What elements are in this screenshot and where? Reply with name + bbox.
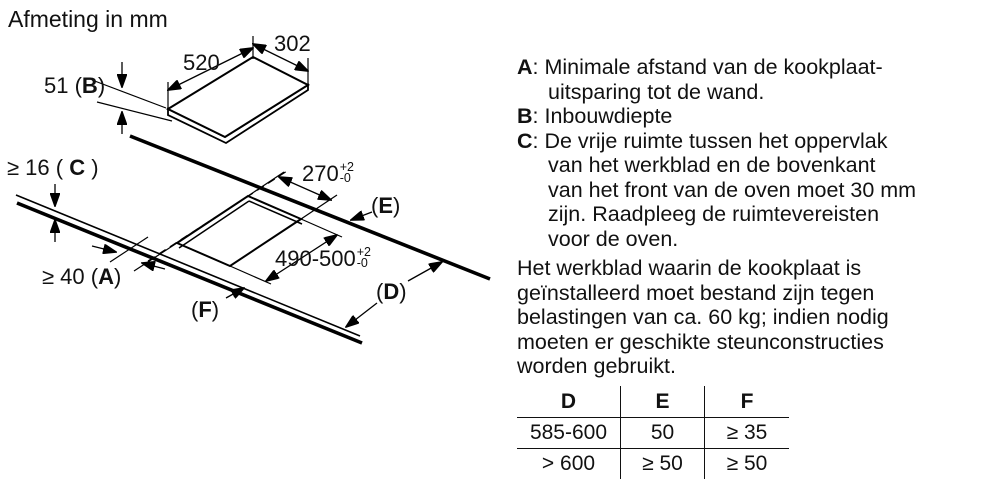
label-e-leader (351, 212, 373, 220)
technical-drawing (15, 36, 491, 345)
dim-490-500-label: 490-500+2-0 (275, 244, 372, 271)
worktop-dimension-arrows (55, 177, 442, 327)
table-header-e: E (620, 386, 705, 418)
dim-302-label: 302 (274, 31, 311, 56)
worktop-load-paragraph: Het werkblad waarin de kookplaat is geïn… (517, 256, 889, 378)
table-header-d: D (517, 386, 621, 418)
legend-item-a: A: Minimale afstand van de kookplaat- ui… (517, 55, 883, 104)
legend-item-c: C: De vrije ruimte tussen het oppervlak … (517, 128, 917, 251)
worktop-cutout (174, 194, 304, 268)
table-cell: ≥ 50 (726, 452, 768, 475)
label-d-leader-back (407, 262, 442, 282)
table-cell: 585-600 (517, 417, 621, 449)
table-header-row: D E F (517, 386, 789, 418)
page-title: Afmeting in mm (8, 6, 168, 32)
table-row: > 600 ≥ 50 ≥ 50 (517, 448, 789, 479)
table-cell: ≥ 35 (704, 417, 789, 449)
legend-item-b: B: Inbouwdiepte (517, 104, 673, 128)
dim-270-label: 270+2-0 (302, 159, 354, 186)
table-header-f: F (704, 386, 789, 418)
label-f-leader (225, 288, 244, 298)
worktop-back-edge (129, 134, 491, 281)
dim-520-label: 520 (183, 50, 220, 75)
worktop-front-bottom-edge (16, 201, 363, 345)
dim-40-a-label: ≥ 40 (A) (42, 264, 122, 289)
table-cell: > 600 (541, 452, 596, 475)
label-f: (F) (191, 297, 220, 322)
label-d-leader-front (346, 302, 378, 327)
installation-diagram: 520 302 51 (B) ≥ 16 ( C ) ≥ 40 (A) 270+2… (7, 31, 491, 345)
legend-text: A: Minimale afstand van de kookplaat- ui… (517, 55, 969, 379)
worktop-front-top-edge (15, 194, 361, 337)
dimension-table: D E F 585-600 50 ≥ 35 > 600 ≥ 50 ≥ 50 (517, 386, 789, 479)
table-cell: 50 (620, 417, 705, 449)
table-row: 585-600 50 ≥ 35 (517, 417, 789, 449)
worktop-edges (15, 134, 491, 345)
dim-16-c-label: ≥ 16 ( C ) (7, 155, 99, 180)
table-cell: ≥ 50 (620, 448, 705, 479)
dim-51-b-label: 51 (B) (44, 73, 106, 98)
label-d: (D) (376, 279, 407, 304)
cooktop-dimension-arrows (122, 44, 308, 134)
label-e: (E) (371, 193, 401, 218)
